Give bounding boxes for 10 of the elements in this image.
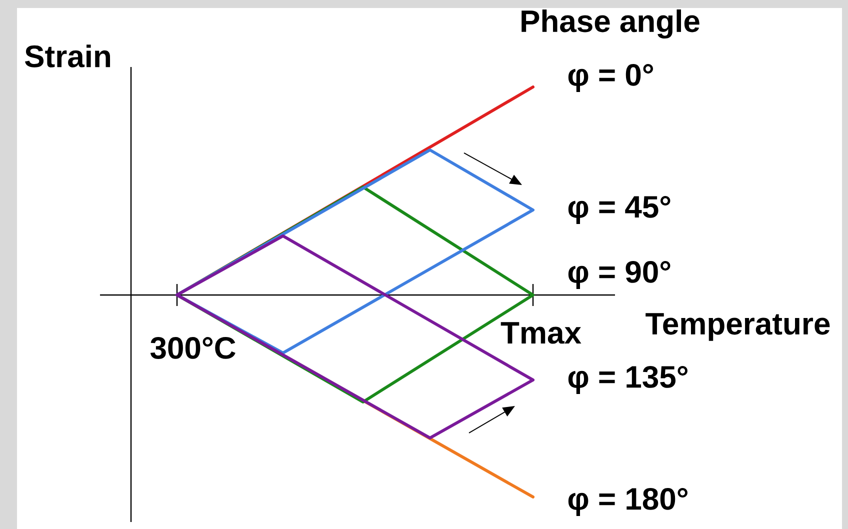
phase-label: φ = 0° [568,64,653,92]
tick-label: Tmax [500,322,582,344]
column-heading: Phase angle [522,9,700,38]
axis-title: Temperature [646,313,830,341]
phase-label: φ = 180° [568,488,688,516]
phase-label: φ = 135° [568,366,688,394]
axis-title: Strain [24,44,110,68]
tick-label: 300°C [150,337,236,359]
phase-label: φ = 90° [568,260,670,290]
phase-label: φ = 45° [568,196,670,224]
